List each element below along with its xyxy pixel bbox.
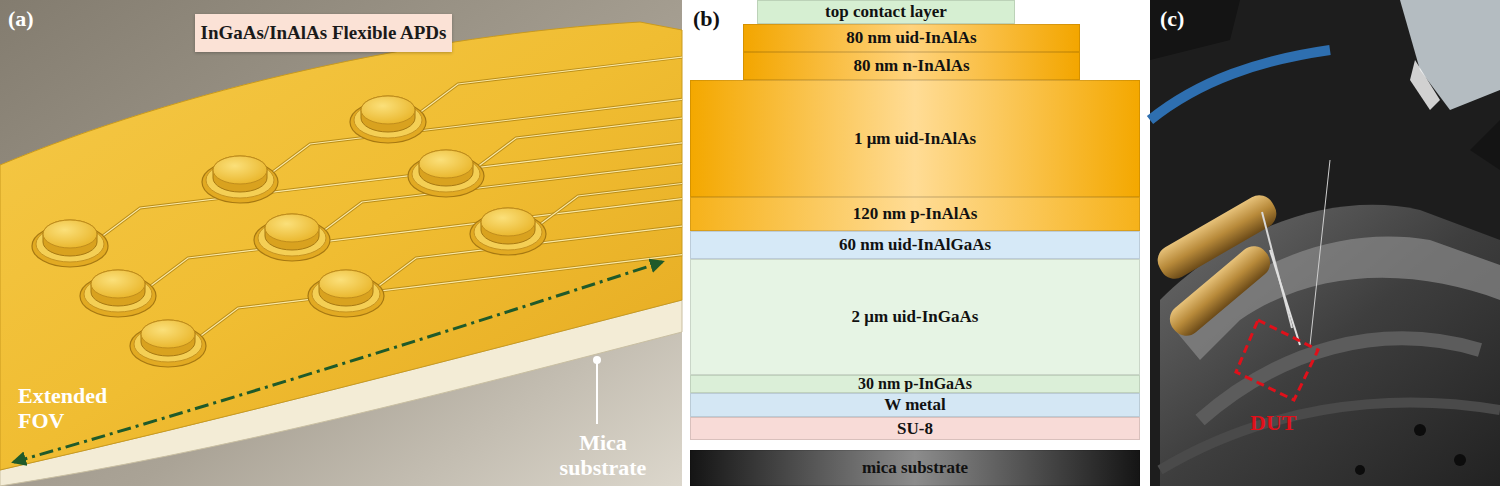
panel-letter: (a): [8, 6, 34, 31]
wire: [198, 255, 682, 338]
mesa: [265, 214, 319, 250]
layer-band: 1 μm uid-InAlAs: [690, 80, 1140, 197]
wire: [148, 199, 682, 288]
layer-label: 1 μm uid-InAlAs: [854, 130, 976, 148]
layer-label: top contact layer: [825, 3, 947, 21]
mesa-top: [43, 220, 97, 248]
wire: [100, 143, 682, 238]
mesa: [419, 150, 473, 186]
layer-band: 80 nm uid-InAlAs: [743, 24, 1080, 52]
wire: [418, 57, 682, 114]
mesa-top: [265, 214, 319, 242]
mesa-top: [141, 320, 195, 348]
wire: [538, 184, 682, 226]
layer-band: 120 nm p-InAlAs: [690, 197, 1140, 231]
layer-band: 60 nm uid-InAlGaAs: [690, 231, 1140, 259]
wire: [476, 118, 682, 168]
wire: [476, 118, 682, 168]
mesa: [141, 320, 195, 356]
layer-label: 30 nm p-InGaAs: [858, 376, 972, 393]
fov-label: Extended FOV: [18, 383, 130, 434]
apd-device: [408, 118, 682, 197]
layer-band: mica substrate: [690, 450, 1140, 486]
layer-band: 2 μm uid-InGaAs: [690, 259, 1140, 375]
mesa: [43, 220, 97, 256]
mesa: [91, 270, 145, 306]
panel-letter: (c): [1160, 6, 1184, 31]
wire: [418, 57, 682, 114]
layer-label: 2 μm uid-InGaAs: [852, 308, 979, 326]
apd-device: [32, 143, 682, 267]
mesa-top: [213, 156, 267, 184]
apd-device: [470, 184, 682, 255]
mesa-top: [419, 150, 473, 178]
apd-device: [202, 99, 682, 203]
layer-band: SU-8: [690, 417, 1140, 440]
mesa-top: [361, 96, 415, 124]
mesa-top: [481, 208, 535, 236]
apd-device: [80, 199, 682, 317]
layer-band: top contact layer: [757, 0, 1015, 24]
title-text: InGaAs/InAlAs Flexible APDs: [201, 23, 447, 43]
mesa: [213, 156, 267, 192]
mesa: [481, 208, 535, 244]
layer-label: 120 nm p-InAlAs: [853, 205, 978, 223]
panel-letter: (b): [693, 6, 720, 31]
apd-device: [130, 255, 682, 367]
wire: [538, 184, 682, 226]
layer-band: W metal: [690, 393, 1140, 417]
apd-device: [350, 57, 682, 143]
layer-band: 30 nm p-InGaAs: [690, 375, 1140, 393]
layer-label: 60 nm uid-InAlGaAs: [839, 236, 991, 254]
wire: [198, 255, 682, 338]
layer-label: 80 nm uid-InAlAs: [846, 29, 976, 47]
mesa-top: [319, 270, 373, 298]
mesa: [319, 270, 373, 306]
mesa: [361, 96, 415, 132]
dut-label: DUT: [1250, 410, 1296, 435]
wire: [100, 143, 682, 238]
wire: [148, 199, 682, 288]
mesa-top: [91, 270, 145, 298]
title-box: InGaAs/InAlAs Flexible APDs: [195, 14, 452, 52]
layer-label: W metal: [884, 396, 946, 414]
substrate-label: Mica substrate: [547, 430, 659, 481]
layer-band: 80 nm n-InAlAs: [743, 52, 1080, 80]
layer-label: SU-8: [897, 420, 933, 438]
layer-label: mica substrate: [862, 459, 968, 477]
layer-label: 80 nm n-InAlAs: [853, 57, 969, 75]
